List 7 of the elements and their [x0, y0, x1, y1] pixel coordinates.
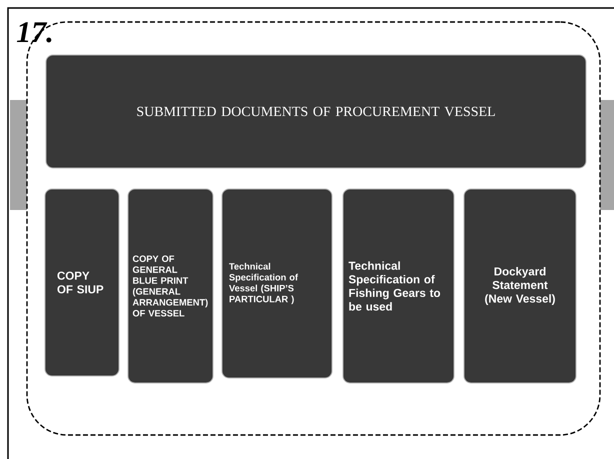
document-box: Technical Specification of Fishing Gears to be used — [342, 188, 454, 384]
document-box: COPY OF SIUP — [44, 188, 120, 376]
document-box: Dockyard Statement (New Vessel) — [464, 188, 576, 384]
slide-number: 17. — [16, 22, 52, 42]
title-box: SUBMITTED DOCUMENTS OF PROCUREMENT VESSEL — [46, 54, 586, 168]
document-box: Technical Specification of Vessel (SHIP’S PARTICULAR ) — [222, 188, 332, 378]
document-box: COPY OF GENERAL BLUE PRINT (GENERAL ARRANGEMENT) OF VESSEL — [128, 188, 214, 384]
